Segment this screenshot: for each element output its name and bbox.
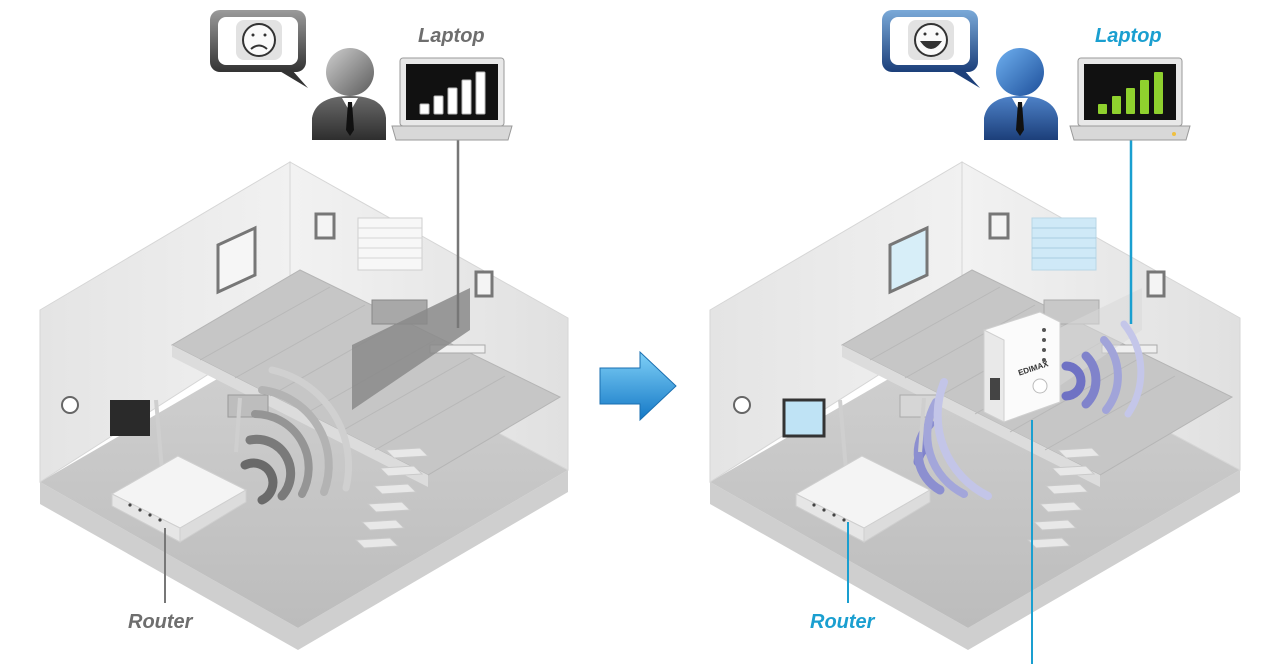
signal-bar xyxy=(1126,88,1135,114)
wall-clock xyxy=(62,397,78,413)
signal-bar xyxy=(462,80,471,114)
router-label-after: Router xyxy=(810,611,874,634)
happy-face-icon xyxy=(915,24,947,56)
laptop-label-after: Laptop xyxy=(1095,25,1162,48)
signal-bar xyxy=(420,104,429,114)
person-icon xyxy=(984,48,1058,140)
wall-picture-right xyxy=(1148,272,1164,296)
signal-bar xyxy=(448,88,457,114)
wall-picture xyxy=(990,214,1008,238)
tv xyxy=(784,400,824,436)
sad-face-icon xyxy=(243,24,275,56)
signal-bar xyxy=(434,96,443,114)
signal-bar xyxy=(1140,80,1149,114)
laptop-label-before: Laptop xyxy=(418,25,485,48)
window-blinds xyxy=(1032,218,1096,270)
router-label-before: Router xyxy=(128,611,192,634)
arrow-right-icon xyxy=(600,352,676,420)
wall-picture xyxy=(316,214,334,238)
wall-picture-right xyxy=(476,272,492,296)
wall-clock xyxy=(734,397,750,413)
signal-bar xyxy=(1112,96,1121,114)
person-icon xyxy=(312,48,386,140)
signal-bar xyxy=(1154,72,1163,114)
tv xyxy=(110,400,150,436)
scene-after: EDIMAX xyxy=(710,10,1240,664)
signal-bar xyxy=(1098,104,1107,114)
scene-before xyxy=(40,10,568,650)
window-blinds xyxy=(358,218,422,270)
signal-bar xyxy=(476,72,485,114)
